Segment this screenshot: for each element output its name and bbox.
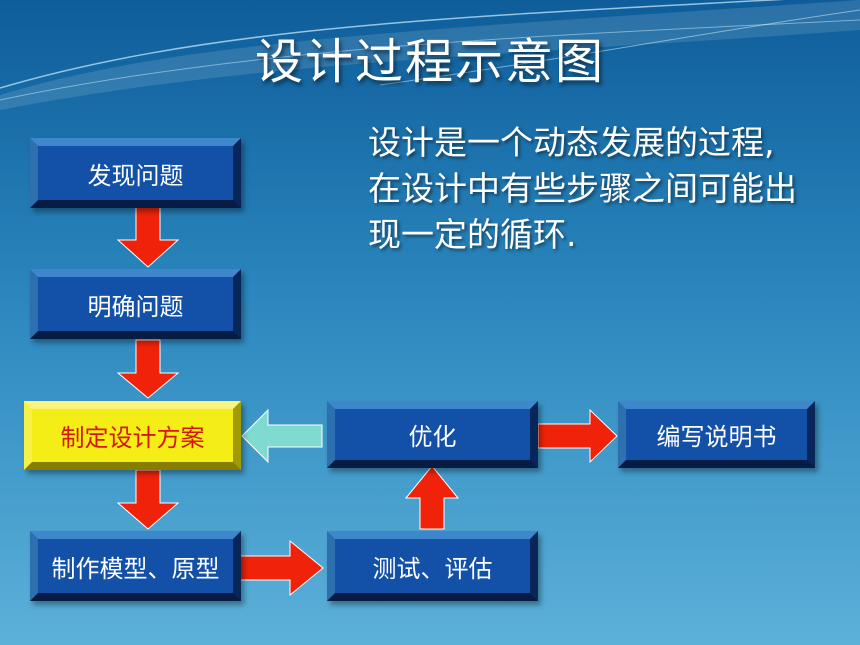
node-discover-problem: 发现问题 [30, 138, 241, 208]
page-title: 设计过程示意图 [254, 34, 605, 90]
arrow-clarify-to-plan [116, 339, 180, 399]
node-design-plan: 制定设计方案 [24, 401, 241, 470]
node-write-manual: 编写说明书 [618, 401, 815, 468]
arrow-discover-to-clarify [116, 206, 180, 268]
arrow-plan-to-prototype [116, 469, 180, 530]
description-text: 设计是一个动态发展的过程, 在设计中有些步骤之间可能出现一定的循环. [368, 123, 797, 254]
arrow-test-to-optimize [404, 465, 460, 530]
node-clarify-problem: 明确问题 [30, 269, 241, 339]
node-test-evaluate: 测试、评估 [327, 531, 538, 601]
arrow-optimize-feedback-to-plan [241, 408, 323, 464]
node-build-prototype: 制作模型、原型 [30, 531, 241, 601]
arrow-prototype-to-test [239, 539, 324, 597]
node-optimize: 优化 [327, 401, 538, 468]
arrow-optimize-to-manual [537, 408, 618, 464]
